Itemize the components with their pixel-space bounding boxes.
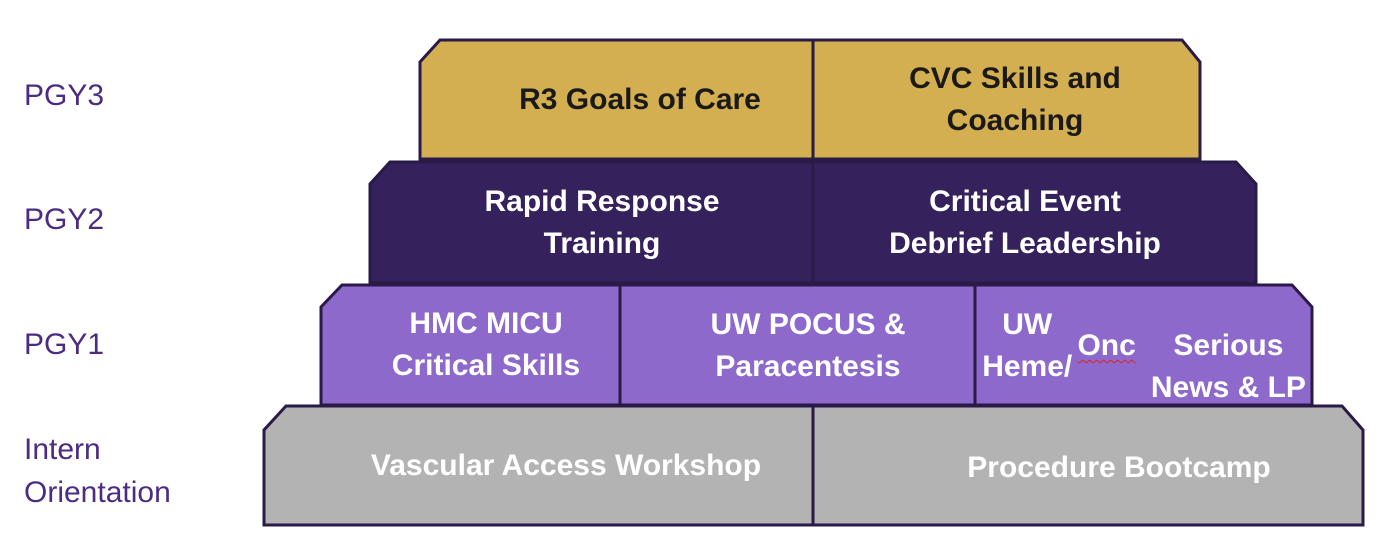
cell-hmc-micu-critical-skills: HMC MICU Critical Skills bbox=[391, 307, 581, 382]
level-label-pgy2: PGY2 bbox=[24, 203, 105, 236]
cell-uw-pocus-paracentesis: UW POCUS & Paracentesis bbox=[710, 308, 906, 383]
level-label-intern-orientation: Intern Orientation bbox=[24, 433, 171, 509]
level-label-pgy1: PGY1 bbox=[24, 328, 105, 361]
cell-r3-goals-of-care: R3 Goals of Care bbox=[519, 83, 761, 116]
cell-critical-event-debrief: Critical Event Debrief Leadership bbox=[889, 185, 1161, 260]
pgy3-tier bbox=[418, 38, 1202, 161]
cell-vascular-access-workshop: Vascular Access Workshop bbox=[370, 449, 762, 482]
cell-procedure-bootcamp: Procedure Bootcamp bbox=[967, 451, 1271, 484]
uw-heme-text: UW Heme/ bbox=[982, 308, 1073, 383]
cell-cvc-skills-coaching: CVC Skills and Coaching bbox=[909, 62, 1121, 137]
cell-rapid-response-training: Rapid Response Training bbox=[484, 185, 720, 260]
onc-text: Onc bbox=[1077, 329, 1136, 362]
cell-uw-heme-onc-serious-news: UW Heme/Onc Serious News & LP bbox=[977, 287, 1321, 405]
serious-news-text: Serious News & LP bbox=[1150, 329, 1306, 404]
level-label-pgy3: PGY3 bbox=[24, 79, 105, 112]
